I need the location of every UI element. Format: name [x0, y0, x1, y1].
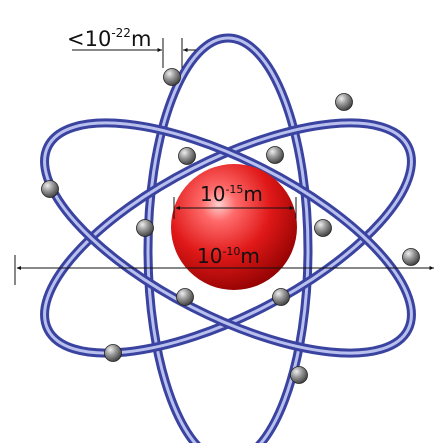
nucleus	[171, 164, 297, 290]
electron	[335, 93, 353, 111]
orbit-tilted-right	[40, 118, 416, 358]
electron	[272, 288, 290, 306]
electron	[266, 146, 284, 164]
nucleus-size-dimension: 10-15m	[173, 182, 297, 219]
electron-size-dimension: <10-22m	[67, 26, 196, 68]
electron	[402, 248, 420, 266]
atom-size-dimension: 10-10m	[14, 244, 434, 285]
orbits	[40, 33, 416, 443]
electrons	[41, 68, 420, 384]
electron	[314, 219, 332, 237]
electron	[41, 180, 59, 198]
electron	[176, 288, 194, 306]
orbit-vertical	[143, 33, 313, 443]
nucleus-size-label: 10-15m	[200, 182, 263, 206]
electron	[163, 68, 181, 86]
orbit-tilted-left	[40, 118, 416, 358]
electron	[104, 344, 122, 362]
electron-size-label: <10-22m	[67, 26, 151, 51]
electron	[136, 219, 154, 237]
atom-size-label: 10-10m	[197, 244, 260, 268]
electron	[290, 366, 308, 384]
electron	[178, 147, 196, 165]
